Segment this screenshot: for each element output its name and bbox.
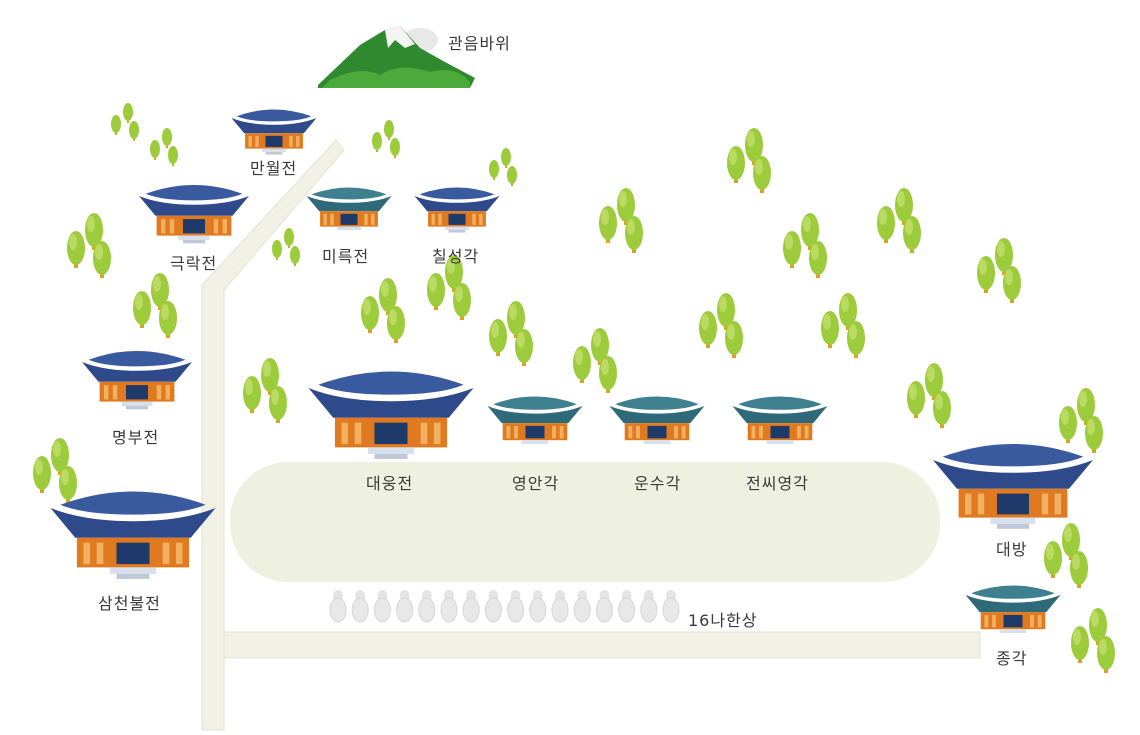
arhat-statue: [595, 589, 613, 623]
building-jonggak[interactable]: [965, 585, 1061, 634]
building-mirukjeon[interactable]: [306, 187, 392, 231]
arhat-statue: [618, 589, 636, 623]
arhat-statue: [662, 589, 680, 623]
label-jonggak[interactable]: 종각: [996, 649, 1028, 668]
arhat-statue: [640, 589, 658, 623]
building-myeongbujeon[interactable]: [82, 351, 192, 410]
label-samcheonbuljeon[interactable]: 삼천불전: [98, 594, 161, 613]
label-unsugak[interactable]: 운수각: [634, 474, 682, 493]
label-arhat-statues[interactable]: 16나한상: [688, 611, 758, 630]
arhat-statue: [373, 589, 391, 623]
arhat-statue: [351, 589, 369, 623]
arhat-statue: [551, 589, 569, 623]
label-gwaneum-rock[interactable]: 관음바위: [448, 34, 511, 53]
label-chilseonggak[interactable]: 칠성각: [432, 247, 480, 266]
label-yeongangak[interactable]: 영안각: [512, 474, 560, 493]
arhat-statue: [396, 589, 414, 623]
arhat-statue: [329, 589, 347, 623]
label-daebang[interactable]: 대방: [996, 540, 1028, 559]
building-chilseonggak[interactable]: [414, 187, 500, 233]
building-daeungjeon[interactable]: [308, 371, 474, 459]
plaza: [230, 462, 940, 582]
building-daebang[interactable]: [933, 444, 1093, 529]
building-jeonssiyeonggak[interactable]: [732, 396, 828, 445]
gwaneum-rock-icon: [318, 26, 475, 88]
arhat-statue: [573, 589, 591, 623]
label-daeungjeon[interactable]: 대웅전: [366, 474, 414, 493]
path-network: [201, 139, 981, 731]
building-yeongangak[interactable]: [487, 396, 583, 445]
label-jeonssiyeonggak[interactable]: 전씨영각: [746, 474, 809, 493]
label-geungnakjeon[interactable]: 극락전: [170, 254, 218, 273]
building-unsugak[interactable]: [609, 396, 705, 445]
arhat-statues[interactable]: [329, 589, 680, 623]
arhat-statue: [462, 589, 480, 623]
label-mirukjeon[interactable]: 미륵전: [322, 247, 370, 266]
building-geungnakjeon[interactable]: [139, 185, 249, 244]
arhat-statue: [484, 589, 502, 623]
arhat-statue: [507, 589, 525, 623]
building-samcheonbuljeon[interactable]: [50, 491, 216, 579]
arhat-statue: [440, 589, 458, 623]
arhat-statue: [418, 589, 436, 623]
building-manwoljeon[interactable]: [231, 109, 317, 155]
label-myeongbujeon[interactable]: 명부전: [112, 428, 160, 447]
arhat-statue: [529, 589, 547, 623]
label-manwoljeon[interactable]: 만월전: [250, 159, 298, 178]
